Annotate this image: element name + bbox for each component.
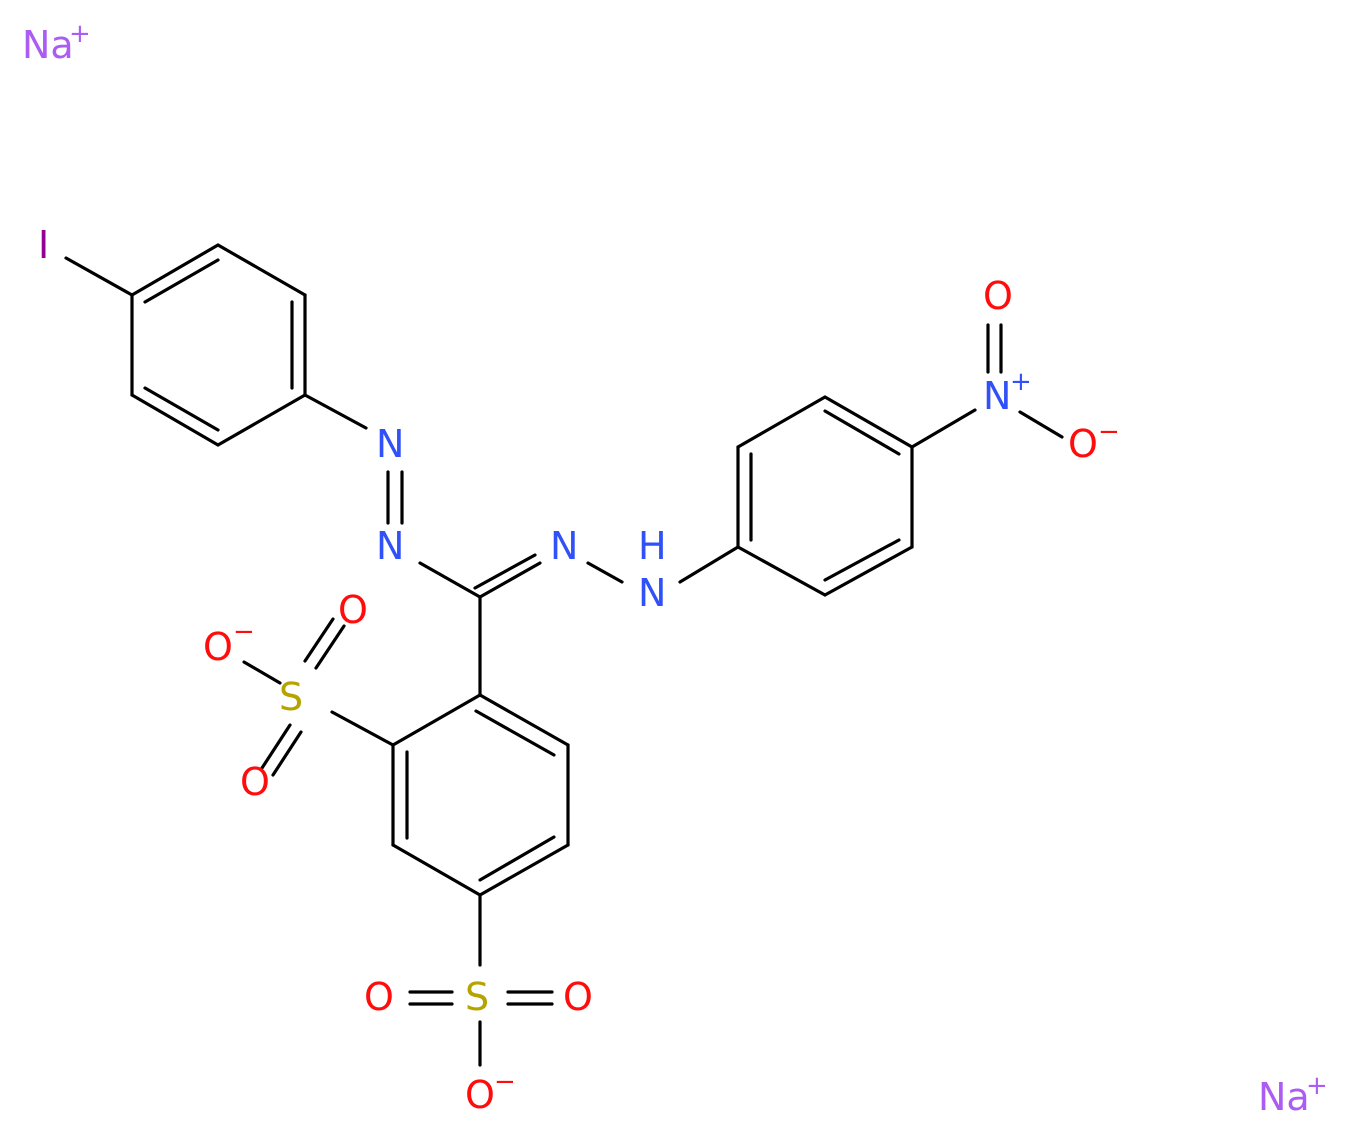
bond-18 [736, 545, 827, 597]
bond-35 [478, 843, 570, 897]
sulfonate1-oxygen-anion-charge: − [233, 617, 255, 647]
sulfonate1-oxygen-top: O [338, 588, 368, 632]
bonds [64, 243, 1064, 1067]
sulfonate2-sulfur: S [465, 975, 489, 1019]
bond-43 [314, 624, 346, 670]
bond-17 [678, 545, 740, 584]
nitro-nitrogen-charge: + [1010, 367, 1032, 397]
bond-13 [418, 561, 482, 599]
sulfonate1-oxygen-bottom: O [240, 760, 270, 804]
bond-20 [823, 538, 901, 582]
nitro-oxygen-right: O [1068, 422, 1098, 466]
bond-30 [1018, 410, 1064, 439]
bond-24 [736, 395, 827, 449]
bond-32 [478, 693, 570, 747]
sulfonate2-oxygen-right: O [563, 975, 593, 1019]
bond-27 [910, 408, 977, 449]
sulfonate2-oxygen-anion: O [465, 1073, 495, 1117]
hydrazone-nitrogen: N [550, 524, 578, 568]
bond-15 [473, 553, 537, 590]
bond-40 [391, 693, 482, 747]
sulfonate2-oxygen-anion-charge: − [494, 1067, 516, 1097]
bond-7 [130, 393, 220, 447]
bond-23 [823, 409, 901, 456]
azo-nitrogen-1: N [376, 422, 404, 466]
nitro-nitrogen: N [983, 374, 1011, 418]
bond-33 [474, 709, 556, 757]
bond-10 [303, 393, 368, 430]
sodium-ion-bottom-right: Na [1258, 1075, 1310, 1119]
bond-46 [271, 730, 303, 777]
bond-3 [216, 243, 307, 297]
iodine-atom: I [38, 223, 49, 267]
bond-1 [130, 243, 220, 297]
nitro-oxygen-right-charge: − [1098, 417, 1120, 447]
sodium-ion-bottom-right-charge: + [1306, 1071, 1328, 1101]
sulfonate1-oxygen-anion: O [203, 625, 233, 669]
sodium-ion-top-left-charge: + [69, 19, 91, 49]
bond-41 [330, 710, 395, 747]
bond-22 [823, 395, 914, 449]
atom-labels: Na + Na + I N N N H N O N + O − S O − O … [22, 19, 1328, 1119]
sodium-ion-top-left: Na [22, 23, 74, 67]
bond-19 [823, 545, 914, 597]
bond-6 [216, 393, 307, 447]
bond-2 [143, 258, 220, 304]
bond-14 [478, 561, 542, 599]
bond-0 [64, 256, 134, 297]
nitro-oxygen-top: O [983, 274, 1013, 318]
amine-nitrogen: N [638, 571, 666, 615]
bond-16 [586, 561, 624, 584]
bond-44 [303, 617, 335, 663]
bond-8 [143, 386, 220, 432]
sulfonate1-sulfur: S [279, 675, 303, 719]
amine-hydrogen: H [638, 524, 667, 568]
bond-45 [260, 723, 292, 770]
bond-36 [478, 835, 556, 882]
sulfonate2-oxygen-left: O [364, 975, 394, 1019]
azo-nitrogen-2: N [376, 524, 404, 568]
bond-37 [391, 843, 482, 897]
bond-42 [242, 660, 282, 685]
